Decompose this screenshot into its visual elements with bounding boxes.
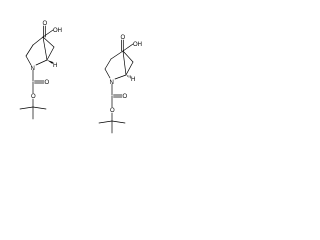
stereo-h-label: H [53, 63, 57, 69]
boc-o2-label: O [110, 108, 115, 114]
molecule-2: OH O N H O O [98, 35, 142, 134]
ring-n-label: N [110, 80, 114, 86]
carboxyl-oh-label: OH [53, 28, 62, 34]
carboxyl-oh-label: OH [133, 42, 142, 48]
molecule-1: OH O N H O O [19, 21, 62, 120]
stereo-h-label: H [131, 77, 135, 83]
boc-o1-label: O [123, 94, 128, 100]
boc-o2-label: O [31, 94, 36, 100]
chemical-structures: OH O N H O O OH O N H [19, 21, 142, 134]
carboxyl-o-label: O [43, 21, 48, 27]
ring-n-label: N [31, 66, 35, 72]
carboxyl-o-label: O [121, 35, 126, 41]
boc-o1-label: O [45, 80, 50, 86]
